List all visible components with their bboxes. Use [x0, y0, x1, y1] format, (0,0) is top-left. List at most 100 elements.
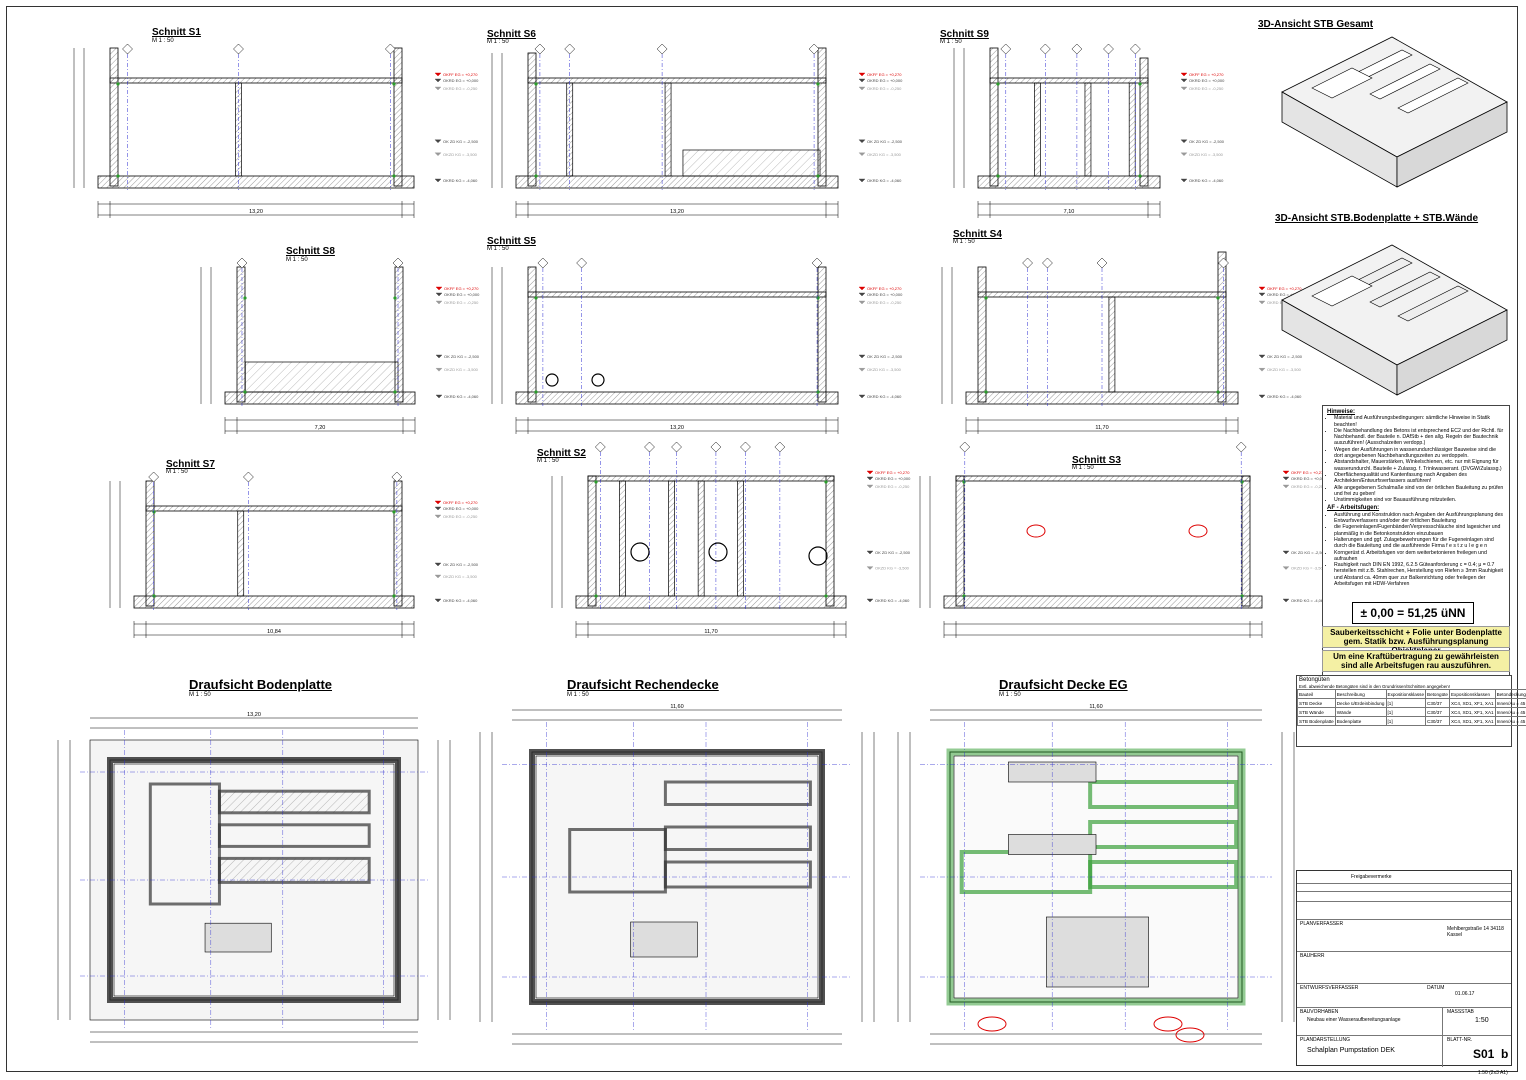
plan-chamber: [1088, 780, 1239, 809]
note-item: Material und Ausführungsbedingungen: säm…: [1334, 415, 1505, 428]
top-slab: [145, 505, 403, 512]
axis-tag: [740, 441, 751, 453]
joint-marker: [816, 174, 820, 178]
outer-wall-right: [1217, 251, 1227, 403]
level-marker: [858, 394, 866, 399]
concrete-cell: Innen/Au = 45 mm: [1494, 707, 1526, 717]
outer-wall-left: [527, 52, 537, 187]
level-label: OKZD KG = -3,500: [1291, 566, 1326, 571]
title-schnitt-s8: Schnitt S8: [286, 246, 335, 257]
plan-p3: 11,60: [897, 704, 1295, 1045]
iso-chamber: [1311, 67, 1373, 99]
title-schnitt-s5: Schnitt S5: [487, 236, 536, 247]
axis-tag: [236, 257, 248, 269]
revision-cloud: [1153, 1016, 1183, 1032]
bottom-slab: [575, 595, 847, 609]
note-item-af: die Fugeneinlagen/Fugenbänder/Verpresssc…: [1334, 524, 1505, 537]
joint-marker: [393, 390, 397, 394]
scale-p1: M 1 : 50: [189, 692, 211, 698]
iso-v2: [1281, 244, 1508, 396]
level-marker: [435, 394, 443, 399]
note-item-af: Rauhigkeit nach DIN EN 1992, 6.2.5 Gütea…: [1334, 562, 1505, 587]
notes-heading-af: AF - Arbeitsfugen:: [1327, 505, 1380, 512]
joint-marker: [962, 480, 966, 484]
inner-wall: [237, 510, 245, 597]
plan-opening: [630, 921, 698, 958]
level-marker: [866, 598, 874, 603]
outer-wall-right: [817, 47, 827, 187]
pipe-opening: [708, 542, 728, 562]
joint-marker: [392, 82, 396, 86]
joint-marker: [534, 174, 538, 178]
axis-tag: [1130, 43, 1141, 55]
joint-marker: [116, 82, 120, 86]
tb-freigabe: Freigabevermerke: [1351, 874, 1392, 880]
notes-heading: Hinweise:: [1327, 409, 1356, 415]
joint-marker: [984, 296, 988, 300]
level-label: OKFF EG = +0,270: [1291, 470, 1326, 475]
level-marker: [866, 476, 874, 481]
level-label: OKFF EG = +0,270: [1267, 286, 1302, 291]
dim-total: 13,20: [249, 209, 263, 215]
iso-chamber: [1369, 271, 1441, 308]
level-label: OK ZD KG = -2,500: [443, 139, 479, 144]
joint-marker: [1240, 594, 1244, 598]
title-schnitt-s6: Schnitt S6: [487, 29, 536, 40]
plan-p1: 13,20: [57, 712, 451, 1043]
inner-wall: [1034, 82, 1041, 177]
dim-total: 10,84: [267, 629, 281, 635]
plan-chamber: [217, 789, 371, 815]
joint-marker: [392, 594, 396, 598]
title-draufsicht-bodenplatte: Draufsicht Bodenplatte: [189, 677, 333, 692]
level-marker: [1258, 354, 1266, 359]
level-label: OKRD EG = -0,250: [444, 300, 479, 305]
plan-chamber: [663, 780, 812, 806]
level-marker: [434, 178, 442, 183]
level-label: OKRD EG = -0,250: [867, 86, 902, 91]
concrete-cell: C30/37: [1425, 698, 1450, 708]
axis-tag: [233, 43, 244, 55]
level-marker: [435, 368, 443, 372]
level-marker: [858, 78, 866, 83]
iso-side-face: [1396, 101, 1508, 188]
concrete-cell: Decke ü/Erdeinbindung: [1334, 698, 1387, 708]
axis-tag: [391, 471, 403, 483]
level-marker: [866, 550, 874, 555]
level-label: OKFF EG = +0,270: [444, 286, 479, 291]
level-marker: [434, 562, 442, 567]
outer-wall-right: [817, 266, 827, 403]
concrete-cell: C30/37: [1425, 716, 1450, 726]
level-label: OKRD EG = +0,000: [443, 78, 479, 83]
concrete-caption: Betongüten: [1299, 677, 1330, 683]
inner-wall: [1128, 82, 1136, 177]
level-label: OKZD KG = -3,500: [875, 566, 910, 571]
level-label: OKFF EG = +0,270: [867, 72, 902, 77]
notes-list-af: Ausführung und Konstruktion nach Angaben…: [1327, 512, 1505, 588]
outer-wall-right: [1241, 475, 1251, 607]
axis-tag: [1103, 43, 1114, 55]
top-slab: [527, 291, 827, 298]
outer-wall-left: [977, 266, 987, 403]
sheet-footer: 1:50 (2x3 A1): [1478, 1070, 1508, 1076]
level-label: OKRD KG = -4,060: [875, 598, 910, 603]
level-label: OKZD KG = -3,500: [867, 367, 902, 372]
dim-total: 13,20: [247, 712, 261, 718]
top-slab: [527, 77, 827, 84]
outer-wall-left: [145, 480, 155, 607]
axis-tag: [392, 257, 404, 269]
level-marker: [858, 354, 866, 359]
datum-level: ± 0,00 = 51,25 üNN: [1352, 602, 1474, 624]
level-label: OKZD KG = -3,500: [444, 367, 479, 372]
axis-tag: [243, 471, 254, 483]
top-slab: [955, 475, 1251, 482]
level-marker: [434, 78, 442, 83]
axis-tag: [1096, 257, 1108, 269]
level-label: OKZD KG = -3,500: [443, 152, 478, 157]
